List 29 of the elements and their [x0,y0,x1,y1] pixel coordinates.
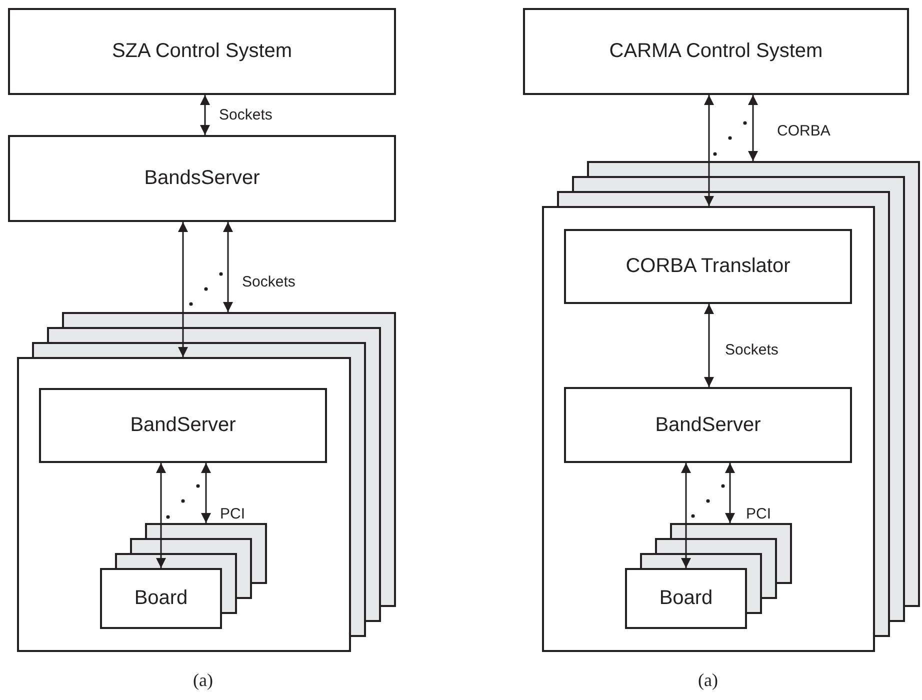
stacked-box [625,523,792,629]
component-box [564,229,852,304]
box-label: SZA Control System [112,40,292,63]
component-box [8,8,396,95]
stacked-box [100,523,267,629]
box-label: BandServer [655,414,761,436]
arrow [704,304,714,387]
box-label: Board [134,587,188,610]
arrow [725,463,735,523]
arrow [704,95,714,206]
arrow [178,222,188,357]
component-box [39,388,327,463]
box-label: CARMA Control System [609,40,823,63]
box-label: Board [659,587,713,610]
box-label: BandServer [130,414,236,437]
component-box [564,387,852,463]
arrow [681,463,691,568]
panel-caption: (a) [698,670,718,691]
stacked-card [542,161,920,652]
box-label: BandsServer [144,167,260,190]
arrow [748,95,758,161]
arrow [156,463,166,568]
component-box [8,135,396,222]
panel-caption: (a) [193,670,213,691]
component-box [523,8,909,95]
box-label: CORBA Translator [626,255,790,278]
arrow [223,222,233,312]
arrow [201,463,211,523]
arrow [200,95,210,135]
